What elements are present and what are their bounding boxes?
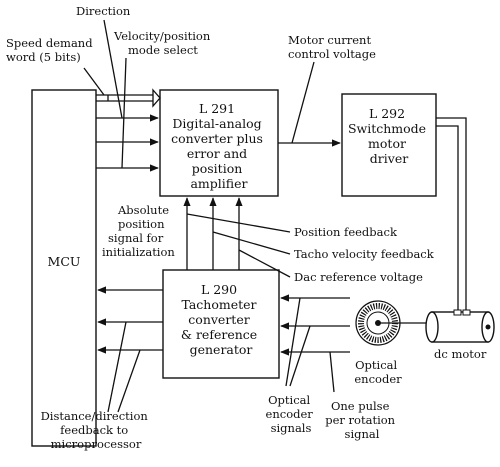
speed-demand-label-line-1: Speed demand (6, 36, 93, 50)
mcu-label: MCU (48, 254, 81, 269)
dac-reference-label: Dac reference voltage (294, 270, 423, 284)
tacho-feedback-label: Tacho velocity feedback (294, 247, 435, 261)
encoder-signals-leader-2 (289, 325, 311, 387)
mode-select-label-line-2: mode select (128, 43, 198, 57)
motor-current-label-line-1: Motor current (288, 33, 371, 47)
dac-reference-leader (238, 249, 291, 278)
svg-text:Distance/direction feedbac: Distance/direction feedback to microproc… (41, 409, 152, 451)
l292-label-line-3: motor (368, 136, 406, 151)
l292-label-line-1: L 292 (369, 106, 405, 121)
l291-block: L 291 Digital-analog converter plus erro… (159, 89, 279, 197)
distance-feedback-label-line-1: Distance/direction (41, 409, 149, 423)
svg-text:L 290 Tachometer c: L 290 Tachometer converter & reference g… (181, 282, 261, 357)
one-pulse-label-line-3: signal (345, 427, 380, 441)
distance-feedback-leader-1 (107, 321, 127, 413)
l291-label-line-6: amplifier (190, 176, 247, 191)
speed-demand-bus-arrow (96, 88, 161, 108)
dc-motor-icon (425, 309, 495, 343)
l291-label-line-4: error and (187, 146, 247, 161)
l290-label-line-2: Tachometer (181, 297, 256, 312)
svg-text:Velocity/position mode sel: Velocity/position mode select (113, 29, 214, 57)
encoder-signals-label-line-3: signals (271, 421, 312, 435)
one-pulse-label-line-1: One pulse (331, 399, 390, 413)
l291-label-line-5: position (192, 161, 243, 176)
absolute-position-label-line-2: position (118, 217, 165, 231)
encoder-signals-leader-1 (285, 297, 301, 387)
distance-feedback-leader-2 (117, 349, 141, 413)
l290-label-line-1: L 290 (201, 282, 237, 297)
optical-encoder-label-line-2: encoder (354, 372, 402, 386)
position-feedback-label: Position feedback (294, 225, 398, 239)
svg-text:Speed demand word (5 bits): Speed demand word (5 bits) (6, 36, 96, 64)
optical-encoder-label-line-1: Optical (355, 358, 397, 372)
direction-leader (103, 19, 123, 119)
mode-select-label-line-1: Velocity/position (113, 29, 211, 43)
speed-demand-label-line-2: word (5 bits) (6, 50, 81, 64)
motor-current-leader (291, 61, 315, 144)
position-feedback-leader (186, 213, 291, 233)
one-pulse-label-line-2: per rotation (325, 413, 395, 427)
motor-wire-1 (436, 117, 467, 314)
distance-feedback-label-line-2: feedback to (60, 423, 128, 437)
mcu-block: MCU (31, 89, 97, 447)
l292-label-line-2: Switchmode (348, 121, 426, 136)
speed-demand-leader (83, 67, 105, 96)
l290-block: L 290 Tachometer converter & reference g… (162, 269, 280, 379)
dc-motor-label: dc motor (434, 347, 487, 361)
l291-label-line-2: Digital-analog (172, 116, 261, 131)
one-pulse-leader (329, 351, 335, 393)
l291-label-line-3: converter plus (171, 131, 263, 146)
motor-wire-2 (436, 125, 459, 314)
svg-text:Optical encoder signal: Optical encoder signals (266, 393, 317, 435)
encoder-signals-label-line-1: Optical (268, 393, 310, 407)
tacho-feedback-leader (212, 231, 291, 255)
l292-block: L 292 Switchmode motor driver (341, 93, 437, 197)
l290-label-line-5: generator (190, 342, 253, 357)
svg-text:Motor current control volt: Motor current control voltage (288, 33, 376, 61)
svg-text:Optical encoder: Optical encoder (354, 358, 402, 386)
distance-feedback-label-line-3: microprocessor (51, 437, 142, 451)
absolute-position-label-line-3: signal for (108, 231, 164, 245)
absolute-position-label-line-4: initialization (102, 245, 175, 259)
motor-current-label-line-2: control voltage (288, 47, 376, 61)
mode-select-leader (121, 57, 127, 169)
l290-label-line-3: converter (188, 312, 249, 327)
svg-text:L 292 Switchmode m: L 292 Switchmode motor driver (348, 106, 430, 166)
l292-label-line-4: driver (370, 151, 408, 166)
svg-text:Absolute position sign: Absolute position signal for initializat… (102, 203, 175, 259)
encoder-signals-label-line-2: encoder (266, 407, 314, 421)
direction-label: Direction (76, 4, 131, 18)
l290-label-line-4: & reference (181, 327, 257, 342)
svg-text:One pulse per rotation: One pulse per rotation signal (325, 399, 399, 441)
l291-label-line-1: L 291 (199, 101, 235, 116)
svg-text:L 291 Digital-analog: L 291 Digital-analog converter plus erro… (171, 101, 267, 191)
absolute-position-label-line-1: Absolute (117, 203, 169, 217)
